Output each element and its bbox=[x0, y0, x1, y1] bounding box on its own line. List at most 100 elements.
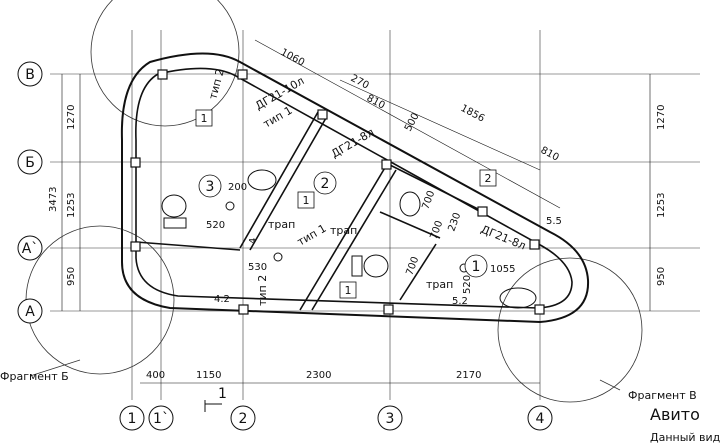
dimension-lines bbox=[61, 39, 651, 384]
trap-tag-c: трап bbox=[426, 278, 453, 291]
dim-1055: 1055 bbox=[490, 264, 515, 275]
room-label-5: 1 bbox=[345, 284, 352, 297]
fragment-labels: Фрагмент Б Фрагмент В 1 Данный вид Авито bbox=[0, 370, 720, 444]
partition-top-right bbox=[389, 164, 481, 211]
room-tag-boxes bbox=[195, 109, 497, 299]
circle-tag-3 bbox=[464, 254, 488, 278]
dim-200: 200 bbox=[228, 182, 247, 193]
toilet-2-icon bbox=[399, 191, 421, 217]
axis-label-col-1: 1 bbox=[128, 411, 137, 427]
section-mark bbox=[204, 400, 222, 412]
dim-520b: 520 bbox=[462, 275, 473, 294]
axis-bubble-col-1 bbox=[119, 405, 145, 431]
dim-left-1270: 1270 bbox=[66, 105, 77, 130]
dim-right-1253: 1253 bbox=[656, 193, 667, 218]
type2-tag-b: тип 2 bbox=[256, 275, 269, 306]
dim-bot-400: 400 bbox=[146, 370, 165, 381]
fragment-b-label: Фрагмент Б bbox=[0, 370, 69, 383]
column-5 bbox=[238, 304, 249, 315]
circle-tags bbox=[198, 171, 488, 278]
fragment-b-top-circle bbox=[90, 0, 240, 127]
dim-700c: 700 bbox=[428, 219, 445, 241]
axis-grid bbox=[50, 30, 700, 400]
room-label-1: 1 bbox=[201, 112, 208, 125]
column-11 bbox=[529, 239, 540, 250]
dimension-texts: 1060 270 810 1856 810 500 1270 1253 3473… bbox=[48, 47, 667, 381]
column-10 bbox=[477, 206, 488, 217]
partition-mid bbox=[379, 211, 441, 239]
axis-bubble-col-1p bbox=[148, 405, 174, 431]
fragment-circles bbox=[25, 0, 643, 403]
axis-label-row-a: А bbox=[25, 304, 35, 320]
dim-1060: 1060 bbox=[279, 47, 307, 69]
trap-tag-b: трап bbox=[330, 224, 357, 237]
partition-left-bottom bbox=[135, 241, 241, 251]
room-tag-box-1 bbox=[195, 109, 213, 127]
column-8 bbox=[317, 109, 328, 120]
column-1 bbox=[157, 69, 168, 80]
axis-bubble-row-a bbox=[17, 298, 43, 324]
axis-label-col-2: 2 bbox=[239, 411, 248, 427]
room-label-3: 1 bbox=[303, 194, 310, 207]
dim-4-2: 4.2 bbox=[214, 294, 230, 305]
footer-text: Данный вид bbox=[650, 431, 720, 444]
fragment-v-label: Фрагмент В bbox=[628, 389, 697, 402]
room-tag-box-4 bbox=[479, 169, 497, 187]
fragment-v-leader bbox=[599, 379, 621, 391]
fragment-b-leader bbox=[29, 359, 81, 377]
fixtures bbox=[161, 169, 537, 309]
dim-top-diag-2 bbox=[339, 79, 541, 171]
dim-top-diag bbox=[254, 39, 561, 209]
axis-bubbles bbox=[17, 61, 553, 431]
dim-1856: 1856 bbox=[459, 103, 487, 125]
partition-diag-1 bbox=[239, 111, 319, 249]
trap-tag-a: трап bbox=[268, 218, 295, 231]
dim-right-1270: 1270 bbox=[656, 105, 667, 130]
room-label-4: 2 bbox=[485, 172, 492, 185]
axis-label-row-v: В bbox=[25, 67, 35, 83]
drain-1-icon bbox=[225, 201, 235, 211]
door-tag-2-type: тип 1 bbox=[295, 222, 329, 249]
column-4 bbox=[130, 241, 141, 252]
room-label-2: 2 bbox=[321, 176, 330, 192]
column-9 bbox=[381, 159, 392, 170]
axis-labels: В Б А` А 1 1` 2 3 4 bbox=[22, 67, 545, 427]
axis-bubble-col-3 bbox=[377, 405, 403, 431]
axis-bubble-row-v bbox=[17, 61, 43, 87]
type2-tag-a: тип 2 bbox=[206, 67, 227, 101]
column-7 bbox=[534, 304, 545, 315]
circle-tag-2 bbox=[313, 171, 337, 195]
partition-diag-2 bbox=[299, 165, 387, 311]
axis-bubble-col-2 bbox=[230, 405, 256, 431]
outer-wall-outline bbox=[120, 52, 590, 324]
dim-right-950: 950 bbox=[656, 267, 667, 286]
dim-bot-1150: 1150 bbox=[196, 370, 221, 381]
section-mark-label: 1 bbox=[218, 386, 227, 402]
dim-810b: 810 bbox=[539, 145, 561, 164]
dim-700b: 700 bbox=[404, 255, 421, 277]
circle-label-1: 3 bbox=[206, 179, 215, 195]
watermark-text: Авито bbox=[650, 405, 700, 424]
outer-wall bbox=[120, 52, 590, 324]
partitions bbox=[135, 111, 481, 311]
axis-label-col-4: 4 bbox=[536, 411, 545, 427]
dim-4: 4 bbox=[248, 238, 259, 244]
inner-wall-outline bbox=[135, 67, 573, 309]
room-labels: 1 2 1 2 1 3 1 bbox=[201, 112, 492, 297]
dim-5-5: 5.5 bbox=[546, 216, 562, 227]
sink-1-icon bbox=[247, 169, 277, 191]
axis-label-row-b: Б bbox=[25, 155, 35, 171]
axis-bubble-row-b bbox=[17, 149, 43, 175]
fragment-v-circle bbox=[497, 257, 643, 403]
axis-label-row-a1: А` bbox=[22, 241, 39, 257]
column-2 bbox=[237, 69, 248, 80]
columns bbox=[130, 69, 545, 315]
dim-530: 530 bbox=[248, 262, 267, 273]
partition-diag-2b bbox=[311, 169, 397, 311]
column-3 bbox=[130, 157, 141, 168]
sink-2-icon bbox=[499, 287, 537, 309]
axis-bubble-row-a1 bbox=[17, 235, 43, 261]
partition-door-right bbox=[399, 243, 437, 301]
dim-230: 230 bbox=[446, 211, 463, 233]
drain-2-icon bbox=[273, 252, 283, 262]
